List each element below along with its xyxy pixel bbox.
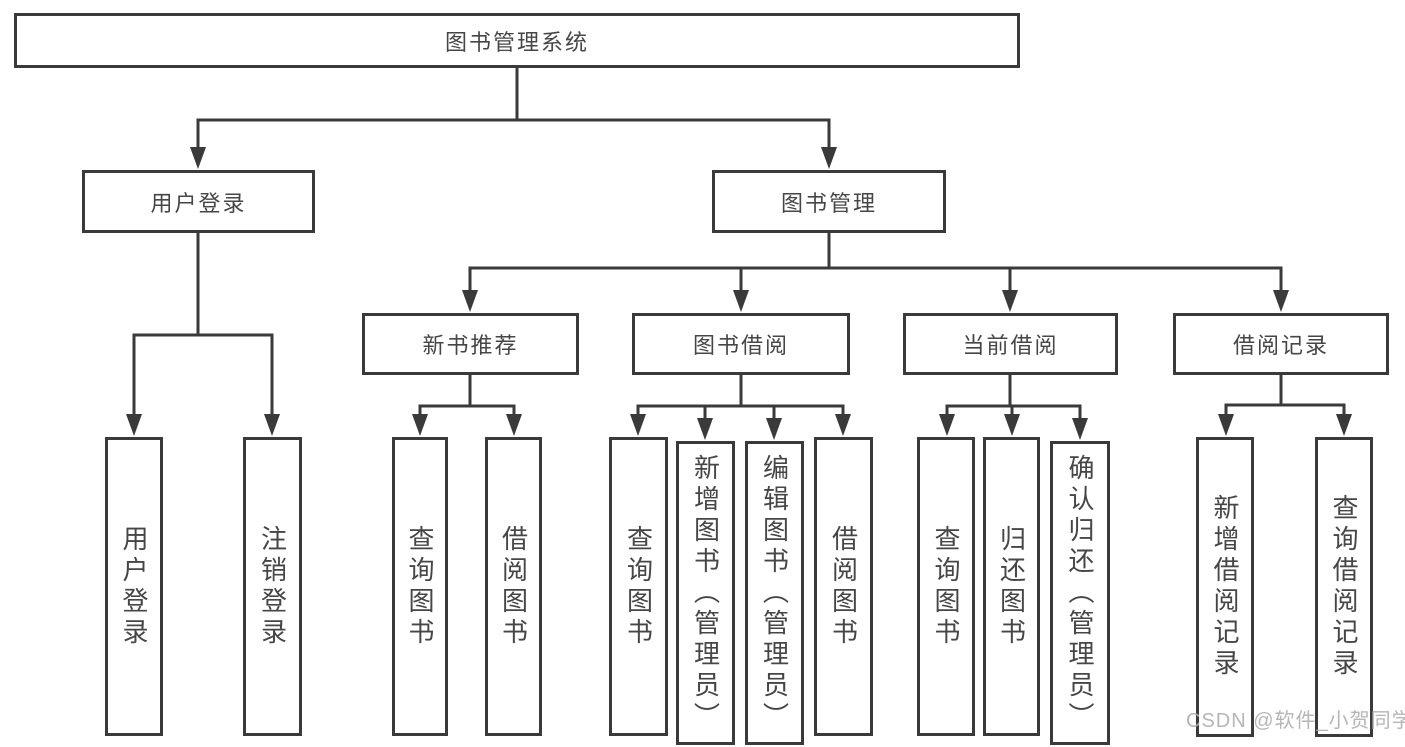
link-root-to-level2	[190, 66, 837, 169]
leaf-edit-books-admin: 编辑图书（管理员）	[745, 441, 804, 745]
leaf-add-books-admin-label: 新增图书（管理员）	[690, 453, 721, 733]
node-borrow-records: 借阅记录	[1173, 313, 1389, 375]
link-user-login-to-leaves	[126, 233, 280, 436]
node-user-login: 用户登录	[82, 170, 315, 233]
leaf-user-login: 用户登录	[105, 437, 163, 736]
leaf-confirm-return-admin-label: 确认归还（管理员）	[1065, 453, 1095, 733]
link-borrow-records-to-leaves	[1218, 375, 1352, 436]
leaf-current-query-books-label: 查询图书	[931, 524, 961, 649]
leaf-user-login-label: 用户登录	[119, 524, 149, 649]
leaf-newbook-query-books-label: 查询图书	[405, 524, 435, 649]
link-book-mgmt-to-level3	[462, 233, 1289, 312]
node-book-borrow-label: 图书借阅	[692, 333, 789, 358]
leaf-edit-books-admin-label: 编辑图书（管理员）	[759, 453, 790, 733]
node-new-book-recommend-label: 新书推荐	[422, 333, 519, 358]
leaf-add-borrow-record-label: 新增借阅记录	[1210, 494, 1240, 680]
leaf-confirm-return-admin: 确认归还（管理员）	[1050, 441, 1110, 745]
leaf-borrow-query-books: 查询图书	[609, 437, 668, 736]
leaf-newbook-borrow-books-label: 借阅图书	[498, 524, 529, 649]
leaf-borrow-books: 借阅图书	[814, 437, 873, 736]
link-current-borrow-to-leaves	[939, 375, 1088, 440]
leaf-newbook-query-books: 查询图书	[392, 437, 448, 736]
leaf-return-books: 归还图书	[983, 437, 1040, 736]
node-book-management-label: 图书管理	[780, 190, 877, 216]
node-library-system-label: 图书管理系统	[444, 29, 589, 55]
csdn-watermark: CSDN @软件_小贺同学	[1186, 710, 1405, 732]
node-current-borrow-label: 当前借阅	[962, 333, 1059, 358]
leaf-newbook-borrow-books: 借阅图书	[485, 437, 542, 736]
node-borrow-records-label: 借阅记录	[1232, 333, 1329, 358]
leaf-logout: 注销登录	[243, 437, 302, 736]
link-new-book-to-leaves	[412, 375, 522, 436]
leaf-add-books-admin: 新增图书（管理员）	[676, 441, 735, 745]
leaf-current-query-books: 查询图书	[917, 437, 975, 736]
leaf-add-borrow-record: 新增借阅记录	[1196, 437, 1254, 737]
node-new-book-recommend: 新书推荐	[362, 313, 579, 375]
node-book-management: 图书管理	[712, 170, 946, 233]
leaf-return-books-label: 归还图书	[996, 524, 1027, 649]
node-book-borrow: 图书借阅	[632, 313, 850, 375]
link-book-borrow-to-leaves	[630, 375, 851, 440]
leaf-borrow-books-label: 借阅图书	[828, 524, 859, 649]
node-library-system: 图书管理系统	[14, 13, 1020, 68]
leaf-query-borrow-record-label: 查询借阅记录	[1329, 494, 1359, 680]
node-current-borrow: 当前借阅	[903, 313, 1118, 375]
leaf-query-borrow-record: 查询借阅记录	[1315, 437, 1373, 737]
leaf-borrow-query-books-label: 查询图书	[623, 524, 654, 649]
node-user-login-label: 用户登录	[150, 190, 247, 216]
leaf-logout-label: 注销登录	[257, 524, 288, 649]
